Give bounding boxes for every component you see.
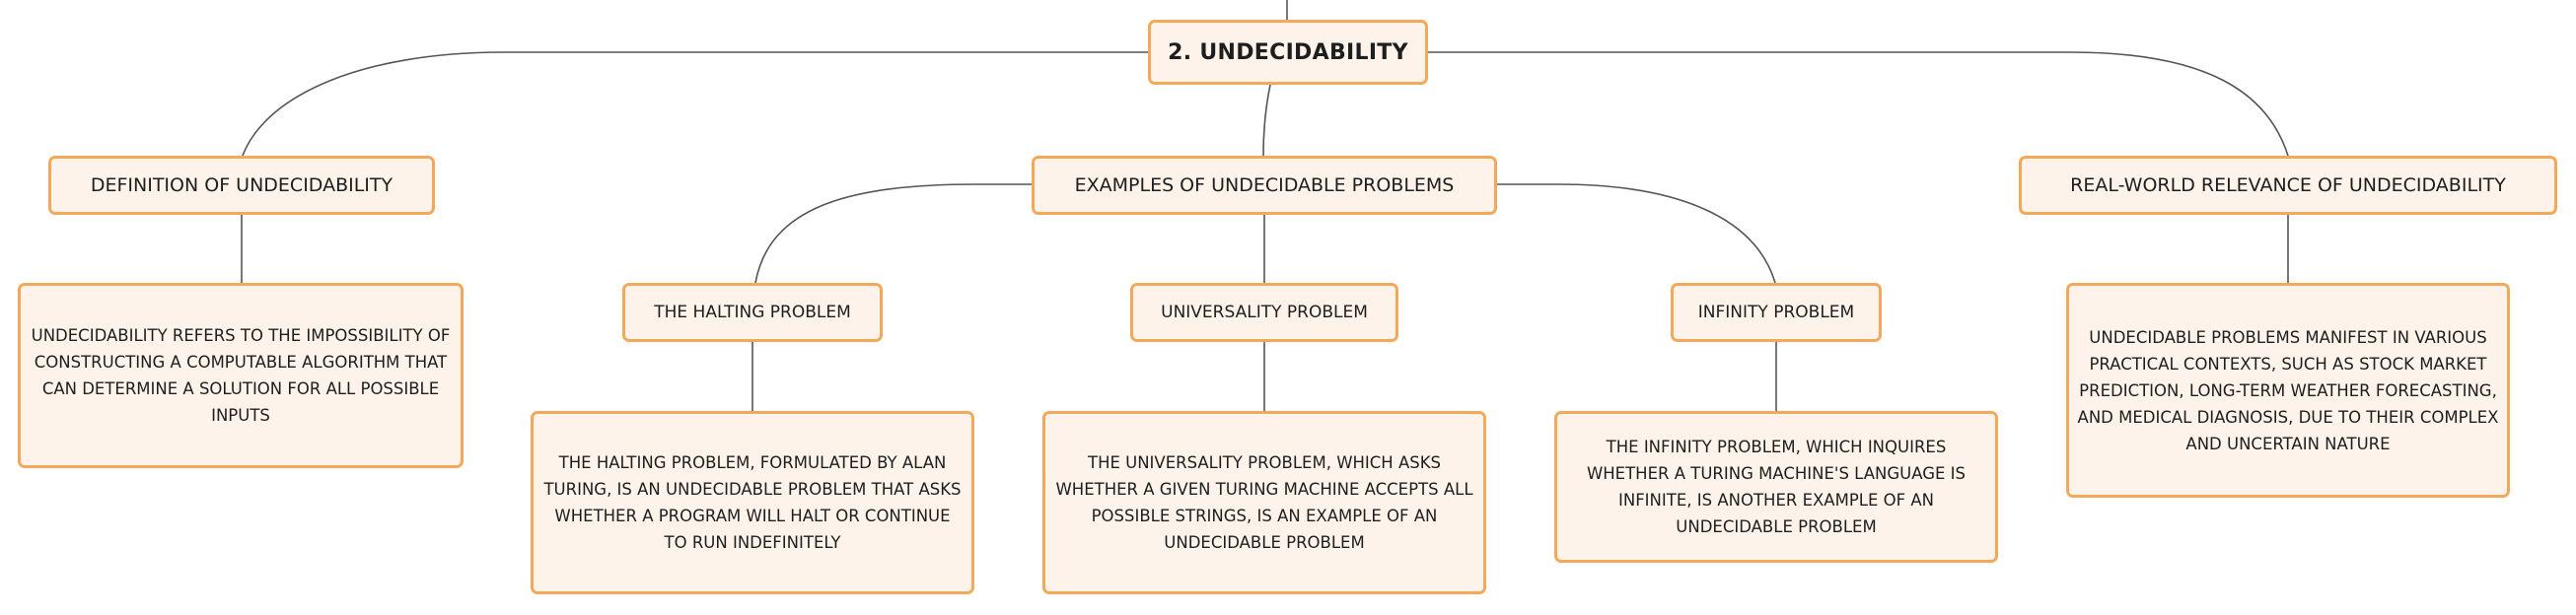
infinity-problem-node[interactable]: INFINITY PROBLEM (1671, 283, 1882, 342)
universality-description-node[interactable]: THE UNIVERSALITY PROBLEM, WHICH ASKS WHE… (1042, 411, 1486, 594)
definition-description-text: UNDECIDABILITY REFERS TO THE IMPOSSIBILI… (31, 326, 451, 425)
universality-problem-title: UNIVERSALITY PROBLEM (1161, 303, 1368, 322)
connector-examples-halting (754, 183, 1032, 284)
connector-root-examples (1262, 84, 1271, 157)
relevance-description-text: UNDECIDABLE PROBLEMS MANIFEST IN VARIOUS… (2077, 327, 2499, 453)
relevance-node[interactable]: REAL-WORLD RELEVANCE OF UNDECIDABILITY (2019, 156, 2557, 215)
infinity-description-node[interactable]: THE INFINITY PROBLEM, WHICH INQUIRES WHE… (1554, 411, 1998, 563)
halting-description-text: THE HALTING PROBLEM, FORMULATED BY ALAN … (543, 453, 962, 552)
examples-node-title: EXAMPLES OF UNDECIDABLE PROBLEMS (1074, 174, 1455, 196)
definition-node[interactable]: DEFINITION OF UNDECIDABILITY (48, 156, 435, 215)
definition-description-node[interactable]: UNDECIDABILITY REFERS TO THE IMPOSSIBILI… (18, 283, 464, 468)
root-node-title: 2. UNDECIDABILITY (1168, 39, 1408, 65)
connector-root-definition (242, 51, 1148, 157)
infinity-problem-title: INFINITY PROBLEM (1697, 303, 1855, 322)
halting-description-node[interactable]: THE HALTING PROBLEM, FORMULATED BY ALAN … (531, 411, 974, 594)
connector-root-relevance (1428, 51, 2289, 157)
examples-node[interactable]: EXAMPLES OF UNDECIDABLE PROBLEMS (1032, 156, 1497, 215)
relevance-description-node[interactable]: UNDECIDABLE PROBLEMS MANIFEST IN VARIOUS… (2066, 283, 2510, 498)
universality-description-text: THE UNIVERSALITY PROBLEM, WHICH ASKS WHE… (1055, 453, 1473, 552)
universality-problem-node[interactable]: UNIVERSALITY PROBLEM (1130, 283, 1398, 342)
definition-node-title: DEFINITION OF UNDECIDABILITY (90, 174, 394, 196)
halting-problem-title: THE HALTING PROBLEM (654, 303, 851, 322)
relevance-node-title: REAL-WORLD RELEVANCE OF UNDECIDABILITY (2070, 174, 2506, 196)
halting-problem-node[interactable]: THE HALTING PROBLEM (622, 283, 883, 342)
root-node[interactable]: 2. UNDECIDABILITY (1148, 20, 1428, 85)
connector-examples-infinity (1497, 183, 1776, 284)
infinity-description-text: THE INFINITY PROBLEM, WHICH INQUIRES WHE… (1586, 438, 1967, 536)
